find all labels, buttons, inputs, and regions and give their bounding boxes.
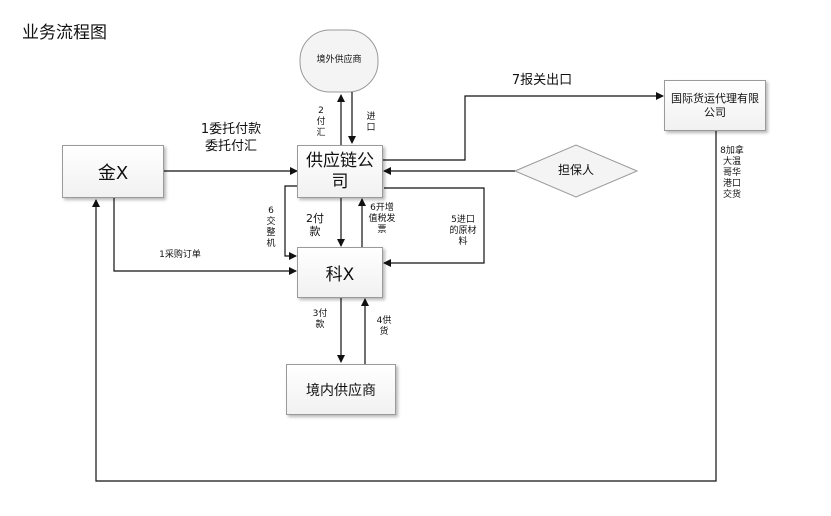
label-supply-goods: 4供 货 [376, 316, 392, 337]
edge-delivery [92, 131, 717, 482]
node-supply-chain-label: 供应链公 司 [306, 150, 374, 192]
guarantor-shape[interactable] [513, 144, 639, 198]
label-import-material: 5进口 的原材 料 [449, 215, 477, 247]
node-forwarder[interactable]: 国际货运代理有限 公司 [664, 80, 766, 131]
node-ke-label: 科X [325, 265, 355, 285]
edge-settle-machine [284, 185, 297, 260]
node-supply-chain[interactable]: 供应链公 司 [297, 145, 383, 198]
label-delivery: 8加拿 大温 哥华 港口 交货 [720, 146, 744, 200]
label-settle-machine: 6 交 整 机 [266, 206, 276, 249]
node-forwarder-label: 国际货运代理有限 公司 [671, 91, 759, 119]
label-export: 7报关出口 [511, 73, 573, 88]
label-import: 进 口 [366, 112, 376, 133]
node-ke[interactable]: 科X [297, 247, 383, 298]
label-pay-foreign: 2 付 汇 [316, 106, 326, 138]
label-pay-domestic: 3付 款 [312, 309, 328, 330]
node-jin-label: 金X [97, 162, 129, 184]
node-domestic-supplier-label: 境内供应商 [306, 382, 376, 399]
foreign-supplier-label: 境外供应商 [316, 55, 362, 65]
edge-export [383, 92, 664, 161]
label-purchase-order: 1采购订单 [159, 250, 201, 260]
label-pay-ke: 2付 款 [306, 212, 324, 238]
guarantor-label: 担保人 [557, 163, 594, 177]
label-invoice: 6开增 值税发 票 [368, 203, 396, 235]
edge-purchase-order [113, 198, 297, 275]
foreign-supplier-shape[interactable] [299, 29, 379, 93]
node-domestic-supplier[interactable]: 境内供应商 [286, 364, 396, 415]
node-jin[interactable]: 金X [62, 145, 164, 198]
edge-import-material [383, 187, 485, 267]
page-title: 业务流程图 [22, 23, 107, 43]
label-entrust-payment: 1委托付款 委托付汇 [200, 122, 262, 154]
